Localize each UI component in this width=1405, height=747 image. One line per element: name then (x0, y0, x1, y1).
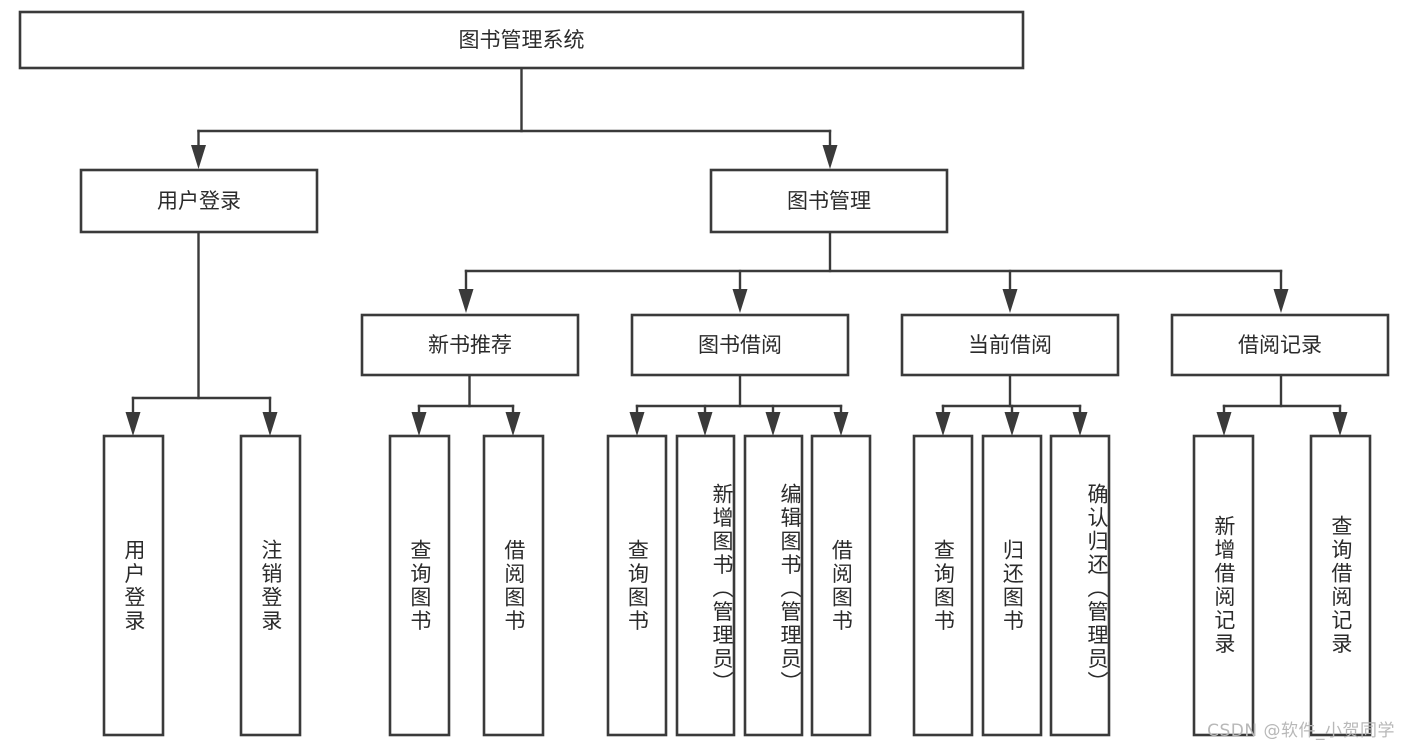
leaf-box-user-login[interactable] (102, 434, 165, 737)
nodes-group: 图书管理系统 用户登录 图书管理 新书推荐 图书借阅 当前借阅 借阅记录 (18, 10, 1390, 737)
arrowhead-leaf-logout (262, 412, 278, 436)
node-new-book-label: 新书推荐 (428, 333, 512, 357)
arrowhead-br-leaf-2 (1332, 412, 1348, 436)
leaf-box-nb-borrow-book[interactable] (482, 434, 545, 737)
arrowhead-new-book (458, 289, 474, 313)
node-book-borrow-box[interactable] (630, 313, 850, 377)
node-book-manage-box[interactable] (709, 168, 949, 234)
leaf-box-bb-add-book[interactable] (675, 434, 736, 737)
node-book-manage-label: 图书管理 (787, 189, 871, 213)
leaf-box-cb-confirm-return[interactable] (1049, 434, 1111, 737)
leaf-box-br-add-record[interactable] (1192, 434, 1255, 737)
arrowhead-bb-leaf-3 (765, 412, 781, 436)
watermark-text: CSDN @软件_小贺同学 (1207, 721, 1395, 741)
leaf-box-cb-query-book[interactable] (912, 434, 974, 737)
node-user-login-label: 用户登录 (157, 189, 241, 213)
leaf-box-bb-edit-book[interactable] (743, 434, 804, 737)
node-root-label: 图书管理系统 (459, 28, 585, 52)
arrowhead-borrow-record (1273, 289, 1289, 313)
arrowhead-br-leaf-1 (1216, 412, 1232, 436)
arrowhead-cb-leaf-3 (1072, 412, 1088, 436)
node-user-login-box[interactable] (79, 168, 319, 234)
arrowhead-user-login (191, 145, 206, 169)
node-current-borrow-label: 当前借阅 (968, 333, 1052, 357)
arrowhead-book-borrow (732, 289, 748, 313)
leaf-box-br-query-record[interactable] (1309, 434, 1372, 737)
node-borrow-record-box[interactable] (1170, 313, 1390, 377)
node-book-borrow-label: 图书借阅 (698, 333, 782, 357)
arrowhead-cb-leaf-2 (1004, 412, 1020, 436)
arrowhead-nb-leaf-1 (411, 412, 427, 436)
arrowhead-current-borrow (1002, 289, 1018, 313)
leaf-box-logout[interactable] (239, 434, 302, 737)
node-current-borrow-box[interactable] (900, 313, 1120, 377)
connectors-group (125, 66, 1348, 436)
node-new-book-box[interactable] (360, 313, 580, 377)
node-borrow-record-label: 借阅记录 (1238, 333, 1322, 357)
arrowhead-cb-leaf-1 (935, 412, 951, 436)
arrowhead-bb-leaf-4 (833, 412, 849, 436)
arrowhead-leaf-user-login (125, 412, 141, 436)
leaf-box-bb-query-book[interactable] (606, 434, 668, 737)
arrowhead-book-manage (822, 145, 838, 169)
arrowhead-nb-leaf-2 (505, 412, 521, 436)
arrowhead-bb-leaf-1 (629, 412, 645, 436)
node-root-box[interactable] (18, 10, 1025, 70)
leaf-box-bb-borrow-book[interactable] (810, 434, 872, 737)
arrowhead-bb-leaf-2 (697, 412, 713, 436)
leaf-box-nb-query-book[interactable] (388, 434, 451, 737)
leaf-box-cb-return-book[interactable] (981, 434, 1043, 737)
